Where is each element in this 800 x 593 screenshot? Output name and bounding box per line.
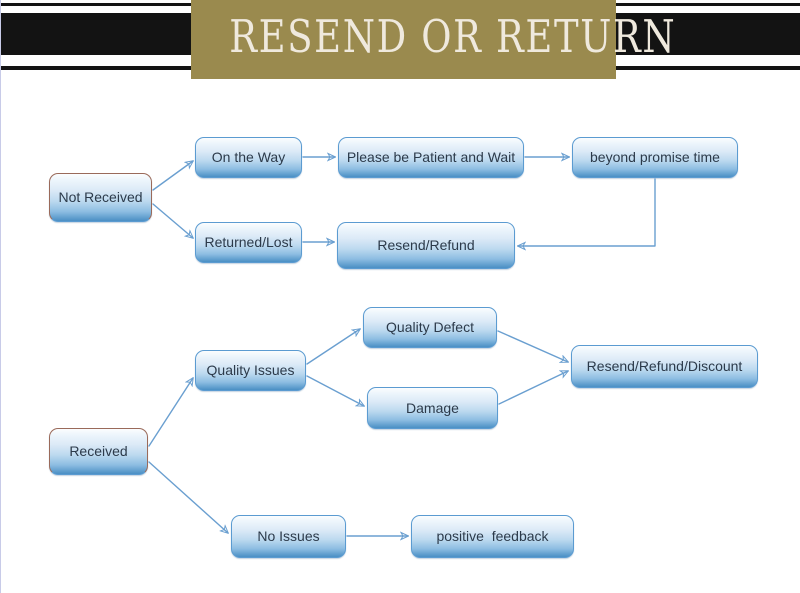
title-plate: RESEND OR RETURN: [191, 0, 677, 79]
connector-received-to-no_issues: [148, 461, 228, 533]
node-quality_defect[interactable]: Quality Defect: [363, 307, 497, 348]
header-band: RESEND OR RETURN: [1, 0, 800, 86]
node-on_the_way[interactable]: On the Way: [195, 137, 302, 178]
node-resend_discount[interactable]: Resend/Refund/Discount: [571, 345, 758, 388]
flowchart: Not Received On the Way Please be Patient …: [1, 86, 800, 593]
connector-not_received-to-on_the_way: [152, 161, 193, 191]
node-not_received[interactable]: Not Received: [49, 173, 152, 222]
connector-received-to-quality_issues: [148, 378, 193, 447]
connector-beyond_promise-to-resend_refund: [518, 178, 656, 246]
node-resend_refund[interactable]: Resend/Refund: [337, 222, 515, 269]
node-damage[interactable]: Damage: [367, 387, 498, 429]
node-quality_issues[interactable]: Quality Issues: [195, 350, 306, 391]
node-beyond_promise[interactable]: beyond promise time: [572, 137, 738, 178]
connector-not_received-to-returned_lost: [152, 203, 193, 238]
node-received[interactable]: Received: [49, 428, 148, 475]
node-returned_lost[interactable]: Returned/Lost: [195, 222, 302, 263]
connector-quality_issues-to-quality_defect: [306, 329, 360, 365]
page-title: RESEND OR RETURN: [229, 10, 677, 63]
node-positive_feedback[interactable]: positive feedback: [411, 515, 574, 558]
node-please_wait[interactable]: Please be Patient and Wait: [338, 137, 524, 178]
connector-damage-to-resend_discount: [498, 371, 568, 405]
connector-quality_defect-to-resend_discount: [497, 330, 568, 362]
connector-quality_issues-to-damage: [306, 375, 364, 406]
node-no_issues[interactable]: No Issues: [231, 515, 346, 558]
